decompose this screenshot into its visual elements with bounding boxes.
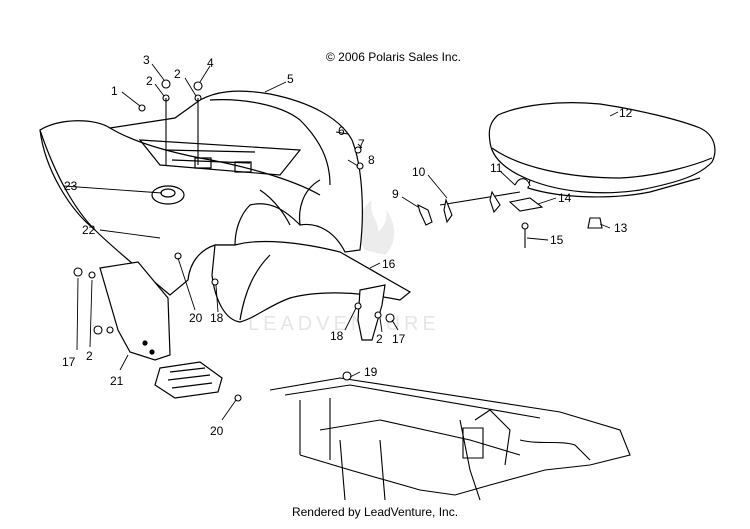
mounting-bracket [358, 285, 385, 340]
callout-18: 18 [210, 311, 224, 325]
callout-12: 12 [619, 106, 633, 120]
callout-15: 15 [550, 233, 564, 247]
callout-21: 21 [110, 374, 124, 388]
callout-2: 2 [376, 332, 383, 346]
footrest [155, 362, 222, 398]
callout-8: 8 [368, 153, 375, 167]
seat [489, 103, 715, 197]
callout-13: 13 [614, 221, 628, 235]
copyright-notice: © 2006 Polaris Sales Inc. [326, 50, 461, 64]
callout-23: 23 [64, 179, 78, 193]
callout-labels: 1 2 3 2 4 5 6 7 8 9 10 11 12 13 14 15 16… [62, 53, 633, 438]
side-panel [212, 241, 410, 322]
callout-20: 20 [210, 424, 224, 438]
svg-text:LEADVENTURE: LEADVENTURE [248, 313, 440, 335]
callout-4: 4 [207, 56, 214, 70]
callout-7: 7 [358, 137, 365, 151]
callout-19: 19 [364, 365, 378, 379]
callout-16: 16 [382, 257, 396, 271]
leader-lines [64, 64, 618, 420]
callout-22: 22 [82, 223, 96, 237]
seat-latch-parts [418, 179, 602, 248]
callout-10: 10 [412, 165, 426, 179]
callout-20: 20 [189, 311, 203, 325]
callout-17: 17 [62, 355, 76, 369]
flame-logo-icon [356, 200, 395, 255]
footer-credit: Rendered by LeadVenture, Inc. [291, 505, 459, 519]
callout-2: 2 [174, 67, 181, 81]
callout-11: 11 [490, 161, 503, 175]
callout-5: 5 [287, 72, 294, 86]
frame [270, 372, 630, 500]
callout-2: 2 [86, 349, 93, 363]
callout-17: 17 [392, 332, 406, 346]
callout-9: 9 [392, 187, 399, 201]
callout-2: 2 [146, 74, 153, 88]
hardware [74, 80, 394, 401]
mud-flap [100, 262, 170, 360]
callout-14: 14 [558, 191, 572, 205]
rear-fender-assembly [40, 91, 362, 295]
callout-6: 6 [338, 124, 345, 138]
callout-1: 1 [111, 84, 118, 98]
callout-18: 18 [330, 329, 344, 343]
callout-3: 3 [143, 53, 150, 67]
